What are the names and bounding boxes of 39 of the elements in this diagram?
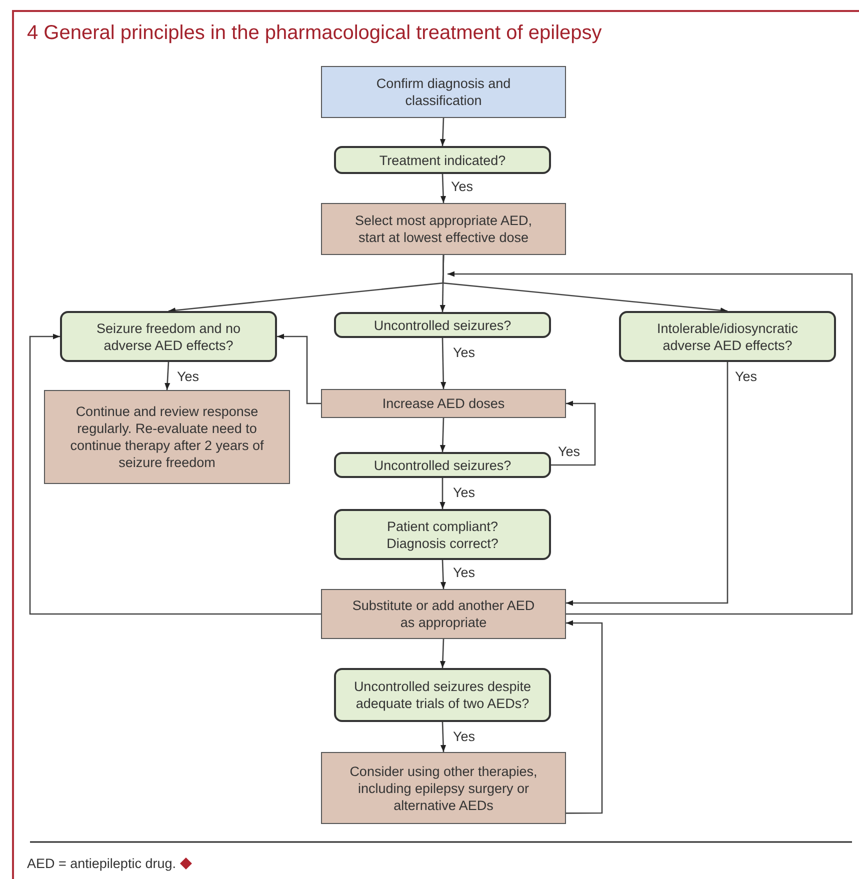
decision-box: Uncontrolled seizures despite adequate trials of two AEDs? (334, 668, 551, 722)
arrow (551, 400, 596, 466)
decision-box: Patient compliant? Diagnosis correct? (334, 509, 551, 560)
edge-label: Yes (734, 369, 758, 384)
arrow (440, 118, 446, 146)
edge-label: Yes (452, 565, 476, 580)
edge-label: Yes (452, 485, 476, 500)
edge-label: Yes (450, 179, 474, 194)
arrow (442, 254, 728, 314)
arrow (448, 271, 853, 615)
arrow (440, 174, 446, 204)
arrow (440, 722, 446, 752)
edge-label: Yes (452, 729, 476, 744)
arrow (277, 334, 321, 404)
arrow (29, 334, 321, 615)
edge-label: Yes (176, 369, 200, 384)
process-box: Increase AED doses (321, 389, 566, 418)
arrow (440, 338, 446, 390)
decision-box: Treatment indicated? (334, 146, 551, 174)
process-box: Substitute or add another AED as appropriate (321, 589, 566, 639)
process-box: Consider using other therapies, including epilepsy surgery or alternative AEDs (321, 752, 566, 824)
footnote: AED = antiepileptic drug. (27, 856, 176, 871)
arrow (440, 638, 446, 668)
decision-box: Uncontrolled seizures? (334, 312, 551, 338)
figure-title: 4 General principles in the pharmacological treatment of epilepsy (27, 22, 602, 45)
arrow (164, 362, 170, 390)
arrow (440, 478, 446, 509)
arrow (440, 560, 446, 590)
edge-label: Yes (452, 345, 476, 360)
decision-box: Intolerable/idiosyncratic adverse AED effects? (619, 311, 836, 362)
decision-box: Seizure freedom and no adverse AED effects? (60, 311, 277, 362)
process-box: Continue and review response regularly. Re-evaluate need to continue therapy after 2 years of seizure freedom (44, 390, 290, 484)
arrow (566, 362, 728, 606)
arrow (440, 418, 446, 452)
process-box: Select most appropriate AED, start at lowest effective dose (321, 203, 566, 255)
arrow (566, 620, 603, 814)
edge-label: Yes (557, 444, 582, 459)
decision-box: Uncontrolled seizures? (334, 452, 551, 478)
start-box: Confirm diagnosis and classification (321, 66, 566, 118)
